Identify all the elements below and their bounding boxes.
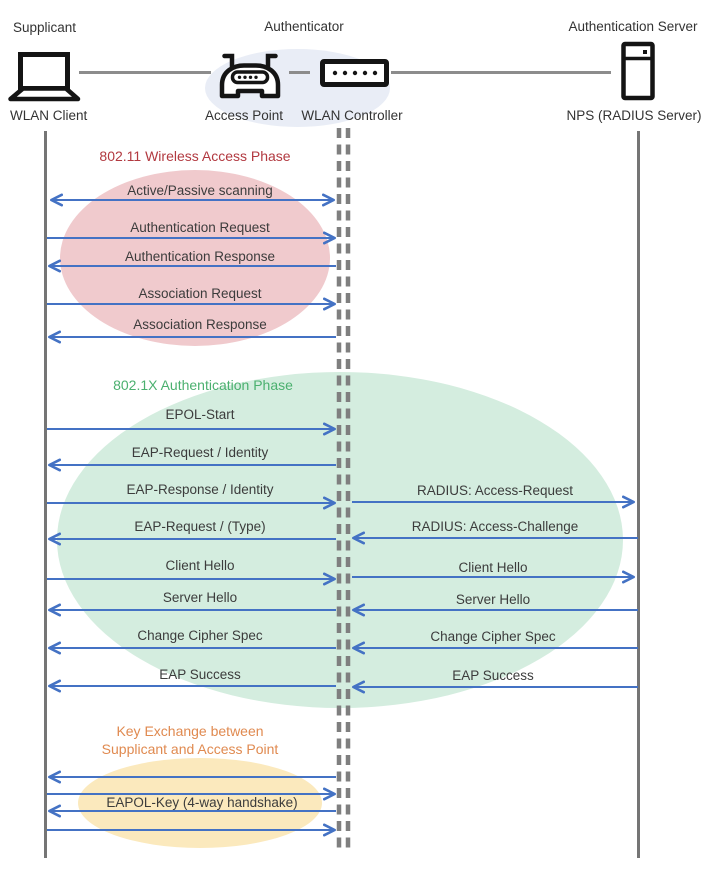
server-icon [621, 41, 655, 101]
msg-client-hello-left: Client Hello [165, 558, 235, 573]
node-nps-label: NPS (RADIUS Server) [566, 108, 702, 123]
msg-association-response: Association Response [133, 317, 267, 332]
phase-title-80211: 802.11 Wireless Access Phase [99, 148, 291, 164]
role-authentication-server-label: Authentication Server [568, 19, 698, 34]
node-wlan-controller-label: WLAN Controller [301, 108, 403, 123]
wlan-controller-icon [320, 59, 389, 87]
msg-eap-request-type: EAP-Request / (Type) [134, 519, 266, 534]
msg-radius-access-request: RADIUS: Access-Request [416, 483, 574, 498]
msg-radius-access-challenge: RADIUS: Access-Challenge [411, 519, 579, 534]
msg-association-request: Association Request [138, 286, 262, 301]
msg-change-cipher-spec-left: Change Cipher Spec [137, 628, 263, 643]
phase-title-key-exchange-line1: Key Exchange between [116, 723, 264, 739]
msg-eap-response-identity: EAP-Response / Identity [126, 482, 274, 497]
role-authenticator-label: Authenticator [264, 19, 344, 34]
access-point-icon [219, 53, 281, 99]
msg-eap-success-right: EAP Success [452, 668, 534, 683]
node-access-point-label: Access Point [204, 108, 284, 123]
phase-title-8021x: 802.1X Authentication Phase [113, 377, 293, 393]
msg-epol-start: EPOL-Start [165, 407, 235, 422]
msg-active-passive-scanning: Active/Passive scanning [127, 183, 273, 198]
msg-change-cipher-spec-right: Change Cipher Spec [430, 629, 556, 644]
msg-eapol-key: EAPOL-Key (4-way handshake) [106, 795, 298, 810]
msg-server-hello-left: Server Hello [162, 590, 238, 605]
key-exchange-phase-ellipse [78, 758, 322, 848]
msg-eap-success-left: EAP Success [159, 667, 241, 682]
msg-authentication-response: Authentication Response [124, 249, 276, 264]
msg-eap-request-identity: EAP-Request / Identity [131, 445, 269, 460]
msg-authentication-request: Authentication Request [130, 220, 270, 235]
laptop-icon [8, 52, 81, 102]
phase-title-key-exchange-line2: Supplicant and Access Point [101, 741, 279, 757]
msg-server-hello-right: Server Hello [455, 592, 531, 607]
node-wlan-client-label: WLAN Client [10, 108, 88, 123]
msg-client-hello-right: Client Hello [458, 560, 528, 575]
wlan-controller-lifeline [336, 128, 351, 854]
role-supplicant-label: Supplicant [13, 20, 77, 35]
